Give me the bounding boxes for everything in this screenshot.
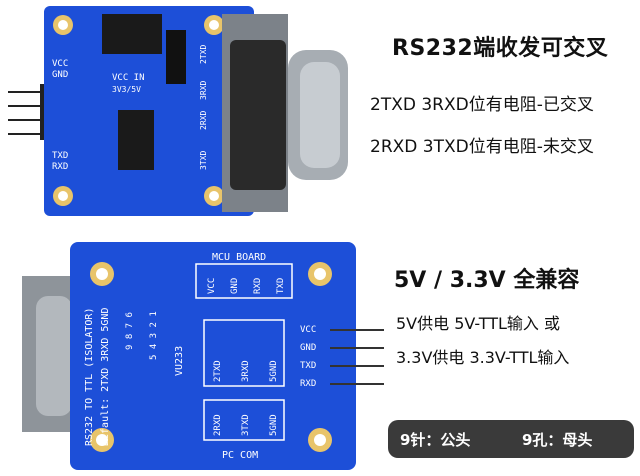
label-2rxd: 2RXD	[199, 111, 208, 130]
line-not-crossed: 2RXD 3TXD位有电阻-未交叉	[370, 137, 594, 157]
heading-crossover: RS232端收发可交叉	[392, 36, 609, 61]
mid-2txd: 2TXD	[213, 360, 223, 382]
chip-bottom	[118, 110, 154, 170]
line-crossed: 2TXD 3RXD位有电阻-已交叉	[370, 95, 594, 115]
chip-side	[166, 30, 186, 84]
db9-shell-bottom	[36, 296, 72, 416]
heading-voltage: 5V / 3.3V 全兼容	[394, 268, 580, 293]
db9-body	[230, 40, 286, 190]
pin-male-text: 9针：公头	[400, 431, 471, 449]
bottom-board-photo: RS232 TO TTL (ISOLATOR) Default: 2TXD 3R…	[22, 242, 384, 470]
mcu-pin-gnd: GND	[230, 278, 240, 294]
rot-default: Default: 2TXD 3RXD 5GND	[100, 308, 111, 446]
pin-info-badge: 9针：公头 9孔：母头	[388, 420, 634, 458]
bot-3txd: 3TXD	[241, 414, 251, 436]
rot-title: RS232 TO TTL (ISOLATOR)	[84, 308, 95, 446]
chip-top	[102, 14, 162, 54]
mcu-board-title: MCU BOARD	[212, 252, 266, 263]
side-pin-gnd: GND	[300, 343, 316, 353]
side-pin-txd: TXD	[300, 361, 316, 371]
pin-female-text: 9孔：母头	[522, 431, 593, 449]
db9-row1: 9 8 7 6	[125, 312, 135, 350]
pc-com-label: PC COM	[222, 450, 258, 461]
db9-row2: 5 4 3 2 1	[149, 311, 159, 360]
bot-5gnd: 5GND	[269, 414, 279, 436]
mcu-pin-vcc: VCC	[207, 278, 217, 294]
side-pin-vcc: VCC	[300, 325, 316, 335]
label-rxd: RXD	[52, 162, 68, 172]
chip-label: VU233	[174, 346, 185, 376]
label-2txd: 2TXD	[199, 45, 208, 64]
bot-2rxd: 2RXD	[213, 414, 223, 436]
mid-5gnd: 5GND	[269, 360, 279, 382]
label-vcc: VCC	[52, 59, 68, 69]
top-board-photo: VCC GND TXD RXD VCC IN 3V3/5V 2RXD 3TXD …	[8, 6, 348, 216]
label-vsel: 3V3/5V	[112, 85, 141, 94]
line-5v: 5V供电 5V-TTL输入 或	[396, 314, 560, 333]
label-3rxd: 3RXD	[199, 81, 208, 100]
side-pin-rxd: RXD	[300, 379, 316, 389]
label-vcc-in: VCC IN	[112, 73, 145, 83]
line-3v3: 3.3V供电 3.3V-TTL输入	[396, 348, 570, 367]
mcu-pin-txd: TXD	[276, 278, 286, 294]
label-gnd: GND	[52, 70, 68, 80]
label-3txd: 3TXD	[199, 151, 208, 170]
mcu-pin-rxd: RXD	[253, 278, 263, 294]
header-pins-bottom	[330, 329, 384, 385]
mid-3rxd: 3RXD	[241, 360, 251, 382]
label-txd: TXD	[52, 151, 68, 161]
